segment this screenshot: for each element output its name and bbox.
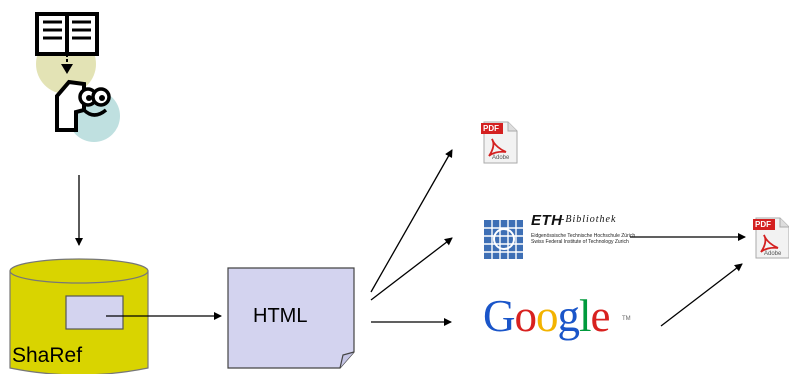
google-letter: g xyxy=(557,291,580,341)
google-letter: G xyxy=(483,291,515,341)
database-cylinder-icon xyxy=(9,258,149,376)
eth-name-german: Eidgenössische Technische Hochschule Zür… xyxy=(531,233,636,239)
google-letter: o xyxy=(536,291,558,341)
book-icon xyxy=(35,12,99,94)
sharef-entry-box xyxy=(65,295,124,330)
html-document-icon xyxy=(227,267,355,369)
pdf-file-icon xyxy=(481,121,518,164)
arrow-html-to-pdf xyxy=(370,149,453,293)
sharef-label: ShaRef xyxy=(12,344,83,367)
google-letter: o xyxy=(514,291,537,341)
pdf-label: PDF xyxy=(483,124,499,133)
google-letter: l xyxy=(579,291,591,341)
google-letter: e xyxy=(590,291,611,341)
adobe-label: Adobe xyxy=(492,155,510,161)
arrow-google-to-pdf xyxy=(660,263,743,327)
adobe-label-right: Adobe xyxy=(764,251,782,257)
eth-name-english: Swiss Federal Institute of Technology Zu… xyxy=(531,239,629,245)
eth-title: ETH xyxy=(531,212,563,229)
html-label: HTML xyxy=(253,305,308,327)
arrow-html-to-eth xyxy=(370,237,453,301)
eth-logo-icon xyxy=(484,220,523,259)
reader-face-icon xyxy=(55,79,120,142)
pdf-label-right: PDF xyxy=(755,220,771,229)
google-trademark: TM xyxy=(622,316,631,322)
pdf-file-icon-right xyxy=(753,217,789,259)
eth-subtitle: -Bibliothek xyxy=(561,214,617,225)
google-logo: Google xyxy=(483,290,610,342)
